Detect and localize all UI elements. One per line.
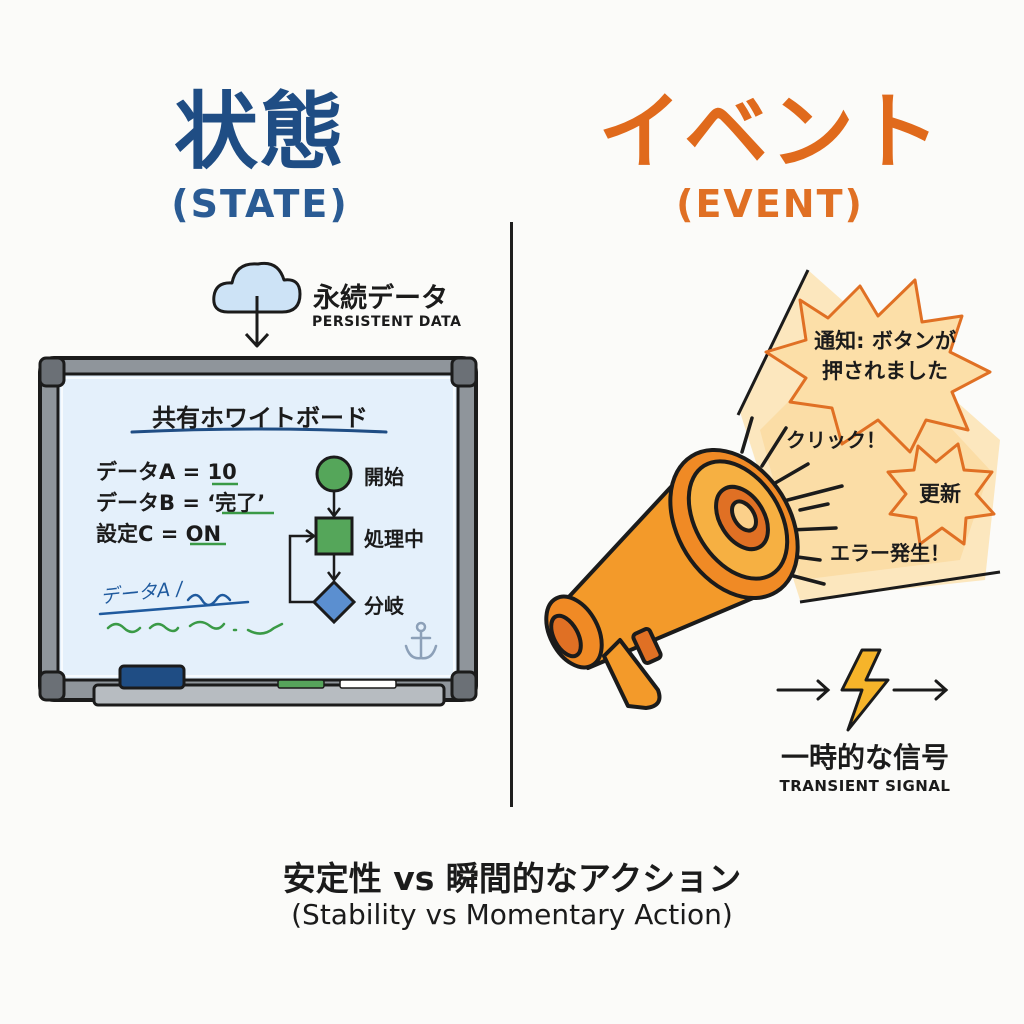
flow-label-branch: 分岐 <box>364 594 404 618</box>
persistent-data-label-jp: 永続データ <box>313 283 448 314</box>
state-subtitle: (STATE) <box>171 182 349 226</box>
shout-update: 更新 <box>919 482 961 506</box>
footer-caption-jp: 安定性 vs 瞬間的なアクション <box>282 859 742 898</box>
right-arrow-icon <box>892 679 949 701</box>
whiteboard <box>38 356 478 707</box>
transient-signal-label-jp: 一時的な信号 <box>780 741 949 774</box>
footer-caption-en: (Stability vs Momentary Action) <box>291 898 733 931</box>
notification-text: 通知: ボタンが 押されました <box>790 326 980 386</box>
flow-label-start: 開始 <box>364 465 404 489</box>
sound-lines <box>740 416 844 586</box>
flow-decision-diamond <box>311 579 357 625</box>
flow-start-circle <box>315 455 353 493</box>
anchor-icon <box>404 621 438 660</box>
marker-green <box>277 679 325 689</box>
center-divider <box>510 222 513 807</box>
event-subtitle: (EVENT) <box>676 182 864 226</box>
state-title: 状態 <box>173 83 346 181</box>
shout-error: エラー発生！ <box>830 541 950 565</box>
cloud-icon <box>212 261 302 314</box>
flowchart <box>288 455 357 625</box>
flow-process-box <box>314 516 354 556</box>
notification-line-2: 押されました <box>822 359 948 383</box>
update-burst <box>886 442 996 546</box>
persistent-data-label-en: PERSISTENT DATA <box>312 314 462 330</box>
lightning-bolt-icon <box>840 648 890 732</box>
left-arrow-line <box>776 679 831 701</box>
whiteboard-title: 共有ホワイトボード <box>152 404 368 432</box>
whiteboard-line-setting-c: 設定C = ON <box>96 522 222 546</box>
notification-line-1: 通知: ボタンが <box>814 329 956 353</box>
shout-click: クリック！ <box>786 428 886 452</box>
whiteboard-line-data-a: データA = 10 <box>96 460 237 484</box>
whiteboard-line-data-b: データB = ‘完了’ <box>96 491 266 515</box>
eraser <box>118 664 186 690</box>
megaphone-icon <box>544 447 800 710</box>
down-arrow-icon <box>244 296 270 348</box>
transient-signal-label-en: TRANSIENT SIGNAL <box>779 777 951 795</box>
handwriting-scribble <box>98 593 284 635</box>
notification-burst <box>764 278 992 454</box>
marker-white <box>339 679 397 689</box>
event-title: イベント <box>597 83 942 181</box>
flow-label-processing: 処理中 <box>364 527 424 551</box>
